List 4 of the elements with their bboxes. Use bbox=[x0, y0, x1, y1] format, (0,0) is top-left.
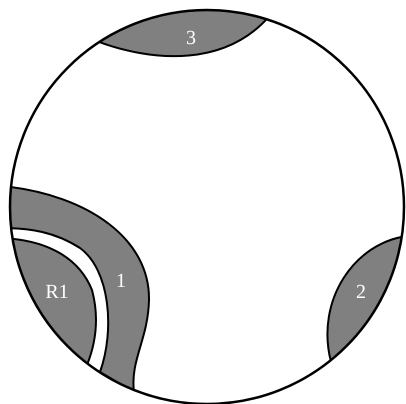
region-label: 1 bbox=[116, 271, 126, 291]
region-label: 2 bbox=[356, 282, 366, 302]
region-label: R1 bbox=[45, 282, 69, 302]
region-label: 3 bbox=[186, 28, 196, 48]
